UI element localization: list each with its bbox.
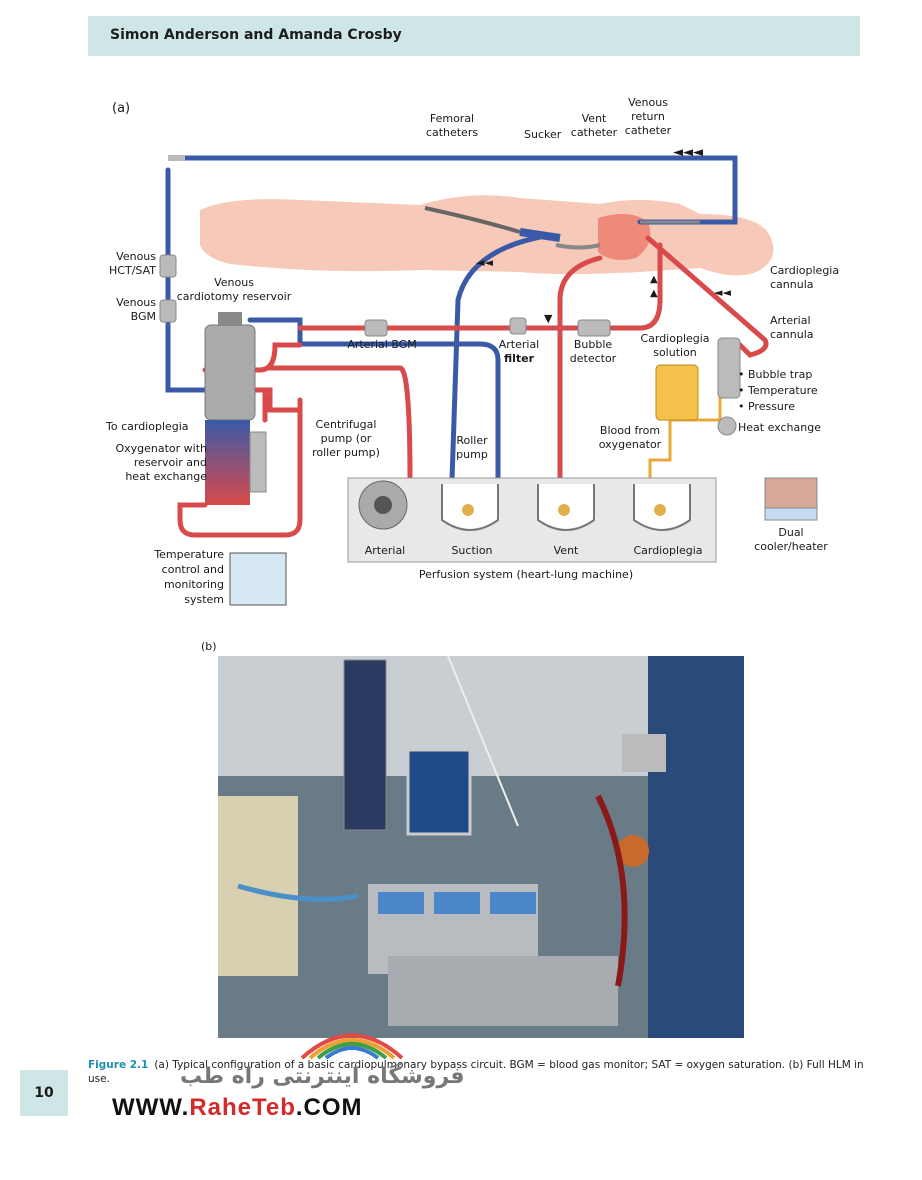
- arterial-bgm-label: Arterial BGM: [347, 338, 416, 351]
- caption-text: (a) Typical configuration of a basic car…: [88, 1059, 864, 1085]
- watermark-url: WWW.RaheTeb.COM: [112, 1094, 363, 1121]
- vent-catheter-line: [555, 243, 601, 250]
- page-number: 10: [20, 1070, 68, 1116]
- svg-text:▲: ▲: [650, 274, 658, 285]
- pressure-label: • Pressure: [738, 400, 795, 413]
- vent-pump-label: Vent: [554, 544, 579, 557]
- watermark-persian: فروشگاه اینترنتی راه طب: [180, 1064, 465, 1089]
- cardioplegia-pump-label: Cardioplegia: [633, 544, 702, 557]
- running-header: Simon Anderson and Amanda Crosby: [88, 16, 860, 56]
- svg-text:◄◄: ◄◄: [714, 286, 731, 299]
- femoral-catheter: [424, 206, 561, 242]
- figure-label: Figure 2.1: [88, 1059, 149, 1071]
- hlm-photo: [218, 656, 744, 1038]
- svg-text:◄◄: ◄◄: [476, 256, 493, 269]
- panel-a-label: (a): [112, 101, 130, 116]
- venous-reservoir: [204, 324, 256, 421]
- cpb-circuit-diagram: (a) ◄◄◄ ◄◄ ▼ ▲ ▲ ◄◄: [105, 96, 839, 606]
- suction-pump-label: Suction: [451, 544, 492, 557]
- temperature-control-unit: [229, 552, 287, 606]
- heat-exchange-label: Heat exchange: [738, 421, 821, 434]
- svg-text:▼: ▼: [544, 312, 553, 325]
- svg-text:▲: ▲: [650, 288, 658, 299]
- cardioplegia-bag: [655, 364, 699, 421]
- heart: [598, 213, 651, 260]
- cardioplegia-line: [648, 380, 722, 480]
- sucker-label: Sucker: [524, 128, 562, 141]
- rahe-teb-logo: [292, 1008, 412, 1068]
- dual-cooler-heater-bottom: [764, 507, 818, 521]
- heat-exchanger: [249, 431, 267, 493]
- figure-caption: Figure 2.1(a) Typical configuration of a…: [88, 1058, 878, 1086]
- arterial-pump-label: Arterial: [365, 544, 406, 557]
- reservoir-cap: [218, 312, 242, 326]
- authors: Simon Anderson and Amanda Crosby: [110, 27, 402, 43]
- panel-b-label: (b): [201, 640, 217, 653]
- flow-arrows: ◄◄◄ ◄◄ ▼ ▲ ▲ ◄◄: [476, 145, 731, 325]
- pump-heads: [358, 480, 691, 531]
- arterial-lines: [177, 235, 769, 538]
- svg-text:◄◄◄: ◄◄◄: [673, 145, 703, 160]
- bubble-trap-label: • Bubble trap: [738, 368, 812, 381]
- perfusion-system-label: Perfusion system (heart-lung machine): [419, 568, 633, 581]
- inline-sensors: [159, 254, 741, 436]
- oxygenator: [205, 420, 250, 505]
- temperature-label: • Temperature: [738, 384, 818, 397]
- to-cardioplegia-label: To cardioplegia: [105, 420, 189, 433]
